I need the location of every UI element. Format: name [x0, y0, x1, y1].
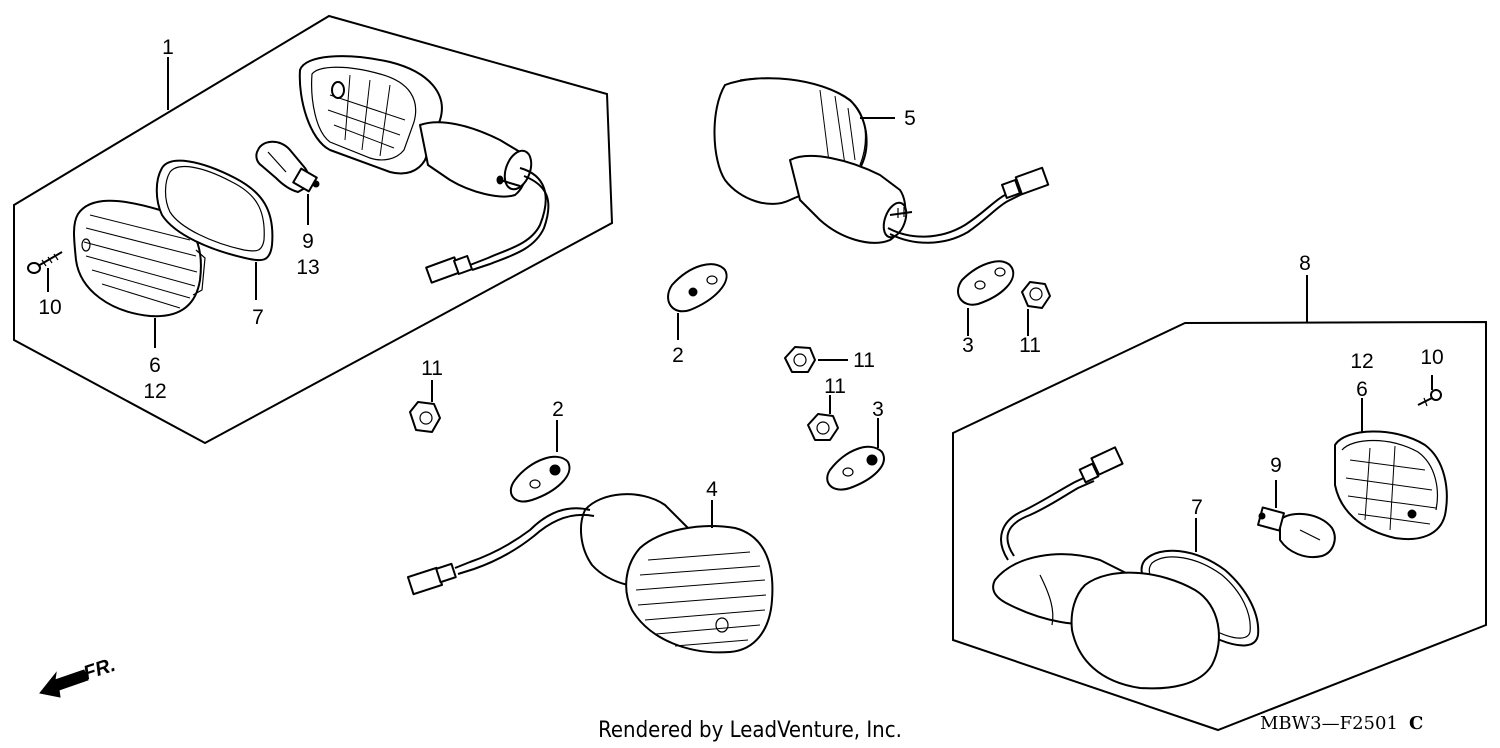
callout-2b: 2 [552, 398, 564, 421]
callout-4: 4 [706, 478, 718, 501]
wire-harness-left [425, 167, 550, 284]
group-8-boundary [952, 320, 1487, 732]
front-direction-arrow-icon [39, 669, 89, 698]
callout-1: 1 [162, 36, 174, 59]
housing-right[interactable] [992, 553, 1220, 690]
lens-part-6-left[interactable] [73, 199, 206, 318]
callout-11b: 11 [853, 349, 875, 372]
callout-12b: 12 [1350, 350, 1373, 373]
group-1-boundary [13, 14, 614, 445]
nut-part-11-upper-right[interactable] [1021, 281, 1051, 309]
nut-part-11-left[interactable] [409, 401, 441, 433]
callout-11d: 11 [421, 357, 443, 380]
nut-part-11-center-lower[interactable] [807, 413, 839, 441]
callout-labels: 1 9 13 10 7 6 12 5 2 3 11 8 11 11 11 3 2… [38, 36, 1443, 519]
front-direction-indicator: FR. [39, 654, 118, 698]
callout-5: 5 [904, 107, 916, 130]
callout-12a: 12 [143, 380, 166, 403]
screw-part-10-left[interactable] [27, 251, 63, 274]
callout-7b: 7 [1191, 496, 1203, 519]
callout-11a: 11 [1019, 334, 1041, 357]
turn-signal-part-4[interactable] [579, 493, 774, 654]
callout-13: 13 [296, 256, 319, 279]
callout-10a: 10 [38, 296, 61, 319]
callout-3a: 3 [962, 334, 974, 357]
wire-harness-part-5 [887, 166, 1050, 244]
render-credit: Rendered by LeadVenture, Inc. [598, 718, 902, 743]
callout-3b: 3 [872, 398, 884, 421]
callout-9a: 9 [302, 230, 314, 253]
assembly-group-1 [13, 14, 614, 445]
bulb-part-9-right[interactable] [1257, 506, 1336, 558]
bulb-part-9-left[interactable] [255, 140, 320, 193]
callout-2a: 2 [672, 344, 684, 367]
lens-part-6-right[interactable] [1334, 430, 1448, 541]
plate-part-3-lower[interactable] [826, 445, 885, 491]
assembly-group-8 [952, 275, 1487, 732]
wire-harness-part-4 [406, 507, 595, 596]
gasket-part-7-left[interactable] [155, 159, 274, 262]
diagram-revision: C [1409, 713, 1423, 734]
callout-10b: 10 [1420, 346, 1443, 369]
callout-6b: 6 [1356, 378, 1368, 401]
plate-part-2-lower[interactable] [509, 455, 571, 503]
diagram-code: MBW3—F2501 [1260, 713, 1398, 734]
screw-part-10-right[interactable] [1417, 389, 1442, 407]
plate-part-3-upper[interactable] [957, 260, 1015, 306]
callout-9b: 9 [1270, 454, 1282, 477]
callout-11c: 11 [824, 375, 846, 398]
front-label: FR. [81, 654, 118, 685]
housing-left[interactable] [298, 55, 536, 198]
callout-6a: 6 [149, 354, 161, 377]
plate-part-2-upper[interactable] [667, 263, 728, 313]
callout-8: 8 [1299, 252, 1311, 275]
callout-7a: 7 [252, 306, 264, 329]
nut-part-11-center[interactable] [784, 346, 816, 373]
turn-signal-part-5[interactable] [713, 77, 913, 244]
wire-harness-right [1000, 446, 1124, 561]
